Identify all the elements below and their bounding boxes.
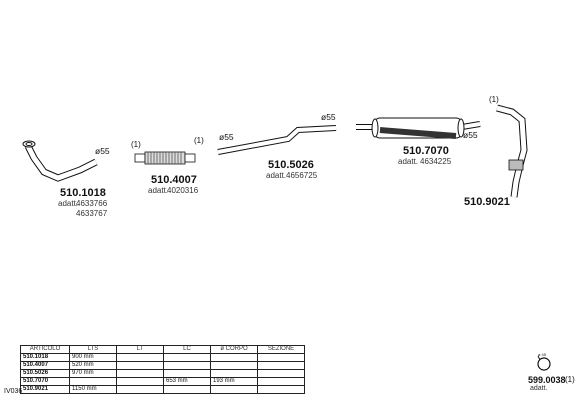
table-cell: 510.4007 [20, 361, 70, 370]
part-510-1018-drawing [22, 140, 98, 182]
table-cell [163, 361, 211, 370]
clamp-tag: ø 45 [538, 352, 547, 357]
diameter-label: ø55 [321, 112, 336, 122]
table-cell: 510.5026 [20, 369, 70, 378]
table-cell [116, 369, 164, 378]
note-label: (1) [565, 375, 575, 384]
column-header: ø CORPO [210, 345, 258, 354]
part-code-599-0038: 599.0038 [528, 375, 566, 385]
diameter-label: ø55 [219, 132, 234, 142]
table-cell [257, 377, 305, 386]
table-cell [163, 353, 211, 362]
table-row: 510.9021 1150 mm [20, 385, 305, 394]
adapt-number: 4020316 [167, 186, 199, 195]
part-code-510-4007: 510.4007 [151, 174, 197, 186]
table-cell [163, 369, 211, 378]
table-row: 510.1018 900 mm [20, 353, 305, 362]
note-label: (1) [489, 95, 499, 104]
adapt-number: 4633767 [76, 209, 108, 218]
table-cell [257, 385, 305, 394]
table-cell [210, 361, 258, 370]
parts-table: ARTICOLO LTS LT LC ø CORPO SEZIONE 510.1… [20, 345, 305, 394]
table-cell: 510.9021 [20, 385, 70, 394]
table-cell [163, 385, 211, 394]
part-510-4007-drawing [134, 151, 196, 165]
table-row: 510.5026 970 mm [20, 369, 305, 378]
diameter-label: ø55 [95, 146, 110, 156]
adapt-prefix: adatt. [148, 186, 169, 195]
column-header: LC [163, 345, 211, 354]
table-cell [69, 377, 117, 386]
adapt-prefix: adatt. [58, 199, 79, 208]
table-cell [210, 385, 258, 394]
table-cell: 510.7070 [20, 377, 70, 386]
column-header: SEZIONE [257, 345, 305, 354]
table-cell [116, 361, 164, 370]
part-code-510-5026: 510.5026 [268, 159, 314, 171]
table-cell [257, 361, 305, 370]
note-label: (1) [194, 136, 204, 145]
column-header: LTS [69, 345, 117, 354]
part-code-510-7070: 510.7070 [403, 145, 449, 157]
diameter-label: ø55 [463, 130, 478, 140]
table-row: 510.4007 520 mm [20, 361, 305, 370]
adapt-number: 4633766 [76, 199, 108, 208]
part-510-9021-drawing [496, 104, 528, 198]
table-cell [210, 353, 258, 362]
table-cell [257, 353, 305, 362]
table-cell: 520 mm [69, 361, 117, 370]
table-cell: 193 mm [210, 377, 258, 386]
part-code-510-9021: 510.9021 [464, 196, 510, 208]
note-label: (1) [131, 140, 141, 149]
adapt-number: 4656725 [286, 171, 318, 180]
table-cell [210, 369, 258, 378]
table-cell: 510.1018 [20, 353, 70, 362]
table-cell: 1150 mm [69, 385, 117, 394]
part-510-7070-drawing [356, 117, 481, 139]
page-code: IV036 [4, 388, 23, 395]
table-row: 510.7070 653 mm 193 mm [20, 377, 305, 386]
column-header: LT [116, 345, 164, 354]
table-cell: 653 mm [163, 377, 211, 386]
part-599-0038-drawing [537, 355, 551, 371]
adapt-prefix: adatt. [266, 171, 287, 180]
part-510-5026-drawing [217, 125, 337, 155]
part-code-510-1018: 510.1018 [60, 187, 106, 199]
table-header-row: ARTICOLO LTS LT LC ø CORPO SEZIONE [20, 345, 305, 354]
table-cell [116, 377, 164, 386]
adapt-number: 4634225 [420, 157, 452, 166]
table-cell: 970 mm [69, 369, 117, 378]
table-cell: 900 mm [69, 353, 117, 362]
table-cell [257, 369, 305, 378]
column-header: ARTICOLO [20, 345, 70, 354]
table-cell [116, 385, 164, 394]
adapt-prefix: adatt. [530, 385, 548, 392]
table-cell [116, 353, 164, 362]
adapt-prefix: adatt. [398, 157, 419, 166]
